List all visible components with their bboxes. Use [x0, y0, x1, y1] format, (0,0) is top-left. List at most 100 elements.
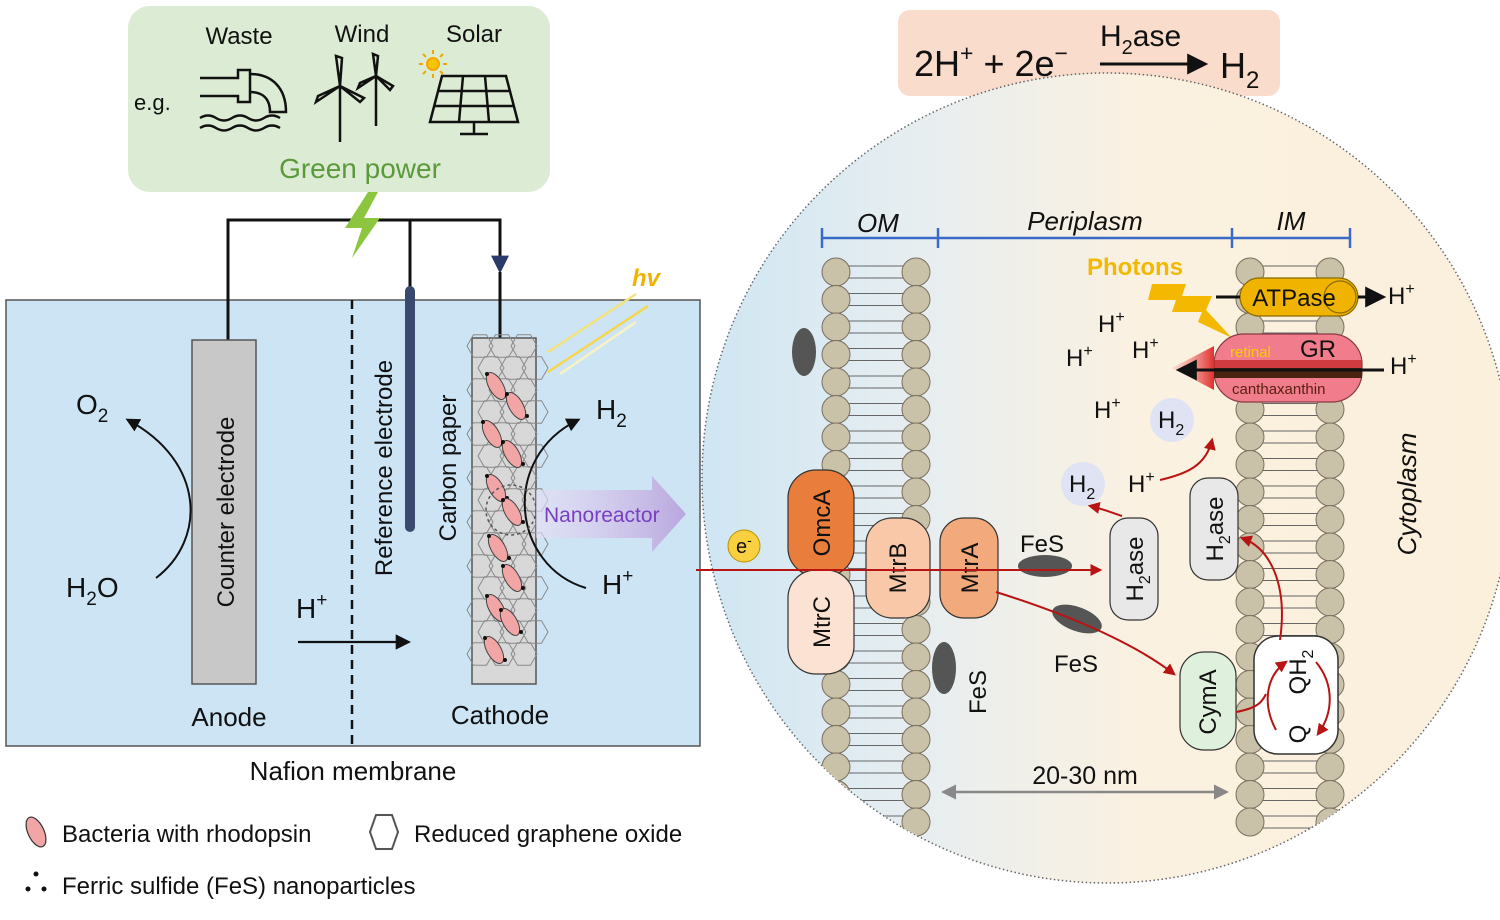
fes-nanoparticle: [481, 420, 485, 424]
electron-icon: [727, 529, 761, 563]
fes-nanoparticle: [487, 534, 491, 538]
nanoreactor-arrow: [536, 476, 686, 552]
fes-nanoparticle: [485, 594, 489, 598]
omca-protein: OmcA: [787, 469, 855, 577]
fes-nanoparticle: [483, 636, 487, 640]
lipid-head: [1315, 752, 1345, 782]
fes-particle-1: [1018, 555, 1072, 577]
graphene-legend-icon: [368, 814, 400, 850]
hplus-cathode-label: H+: [602, 566, 633, 600]
lipid-head: [901, 752, 931, 782]
graphene-hexagon: [510, 466, 538, 490]
graphene-hexagon: [510, 598, 538, 622]
hplus-5: H+: [1128, 469, 1155, 498]
im-label: IM: [1277, 206, 1306, 236]
graphene-hexagon: [466, 554, 494, 578]
gr-rhodopsin: retinal GR canthaxanthin H+: [1172, 333, 1417, 403]
lipid-head: [901, 697, 931, 727]
lipid-head: [901, 780, 931, 809]
fes-nanoparticle: [501, 564, 505, 568]
mtrb-protein: MtrB: [865, 517, 931, 619]
legend: Bacteria with rhodopsin Reduced graphene…: [25, 814, 682, 900]
graphene-hexagon: [466, 510, 494, 534]
lipid-head: [1235, 752, 1265, 782]
proton-reduction-arrow: [523, 418, 587, 589]
lipid-head: [901, 395, 931, 424]
lipid-head: [901, 340, 931, 369]
svg-text:MtrA: MtrA: [957, 543, 984, 594]
cathode-label: Cathode: [451, 700, 549, 730]
electron-transfer-arrows: [696, 437, 1283, 713]
cell-envelope-zoom: OM Periplasm IM Cytoplasm Photons ATPase…: [696, 72, 1500, 884]
reference-electrode-label: Reference electrode: [371, 360, 398, 576]
lipid-head: [901, 807, 931, 837]
svg-text:MtrC: MtrC: [809, 596, 836, 648]
lipid-head: [821, 807, 851, 837]
legend-fes-label: Ferric sulfide (FeS) nanoparticles: [62, 873, 415, 900]
graphene-hexagon: [510, 642, 538, 666]
lipid-head: [1315, 532, 1345, 562]
lipid-head: [1235, 450, 1265, 479]
graphene-hexagon: [510, 422, 538, 446]
lipid-head: [1235, 615, 1265, 644]
svg-text:Q: Q: [1285, 725, 1312, 744]
hplus-1: H+: [1098, 309, 1125, 338]
om-label: OM: [857, 208, 899, 238]
equation-product: H2: [1220, 45, 1259, 94]
waste-pipe-icon: [199, 68, 288, 132]
lipid-head: [1235, 807, 1265, 837]
lipid-head: [901, 450, 931, 479]
carbon-paper-label: Carbon paper: [435, 395, 462, 542]
nanoreactor-label: Nanoreactor: [544, 504, 660, 527]
counter-electrode: [191, 339, 257, 685]
lipid-head: [821, 367, 851, 397]
lipid-head: [1315, 780, 1345, 809]
mtra-protein: MtrA: [939, 517, 999, 619]
lipid-head: [821, 670, 851, 699]
lipid-head: [901, 615, 931, 644]
svg-text:MtrB: MtrB: [885, 543, 912, 594]
waste-label: Waste: [205, 23, 272, 50]
svg-text:CymA: CymA: [1195, 669, 1222, 734]
graphene-hexagon: [521, 356, 549, 380]
hplus-4: H+: [1094, 395, 1121, 424]
hplus-2: H+: [1066, 343, 1093, 372]
h2ase-membrane: H2ase: [1189, 477, 1239, 581]
electron-label: e-: [736, 532, 752, 558]
water-oxidation-arrow: [125, 418, 192, 579]
fes-nanoparticle: [503, 658, 507, 662]
lipid-head: [1235, 422, 1265, 452]
graphene-hexagon: [499, 620, 527, 644]
lipid-head: [1315, 587, 1345, 617]
lipid-head: [901, 367, 931, 397]
lipid-head: [821, 285, 851, 314]
fes-nanoparticle: [519, 630, 523, 634]
lipid-head: [1315, 807, 1345, 837]
fes-nanoparticle: [521, 520, 525, 524]
green-power-title: Green power: [279, 153, 441, 184]
bacteria-cluster: [481, 372, 529, 664]
lipid-head: [901, 642, 931, 672]
legend-graphene-label: Reduced graphene oxide: [414, 821, 682, 848]
h2-bubble-upper: H2: [1150, 398, 1194, 442]
fes-label-3: FeS: [965, 670, 992, 714]
lipid-head: [821, 780, 851, 809]
lipid-head: [1235, 587, 1265, 617]
wind-label: Wind: [335, 21, 390, 48]
h2-label: H2: [596, 394, 627, 432]
svg-text:QH2: QH2: [1285, 649, 1317, 694]
distance-label: 20-30 nm: [1032, 762, 1138, 790]
eg-label: e.g.: [134, 90, 171, 115]
hydrogen-equation: 2H+ + 2e− H2ase H2: [898, 10, 1280, 96]
svg-text:H2: H2: [1069, 471, 1095, 503]
solar-panel-icon: [428, 74, 520, 136]
graphene-hexagon: [510, 334, 538, 358]
lipid-head: [821, 340, 851, 369]
lipid-head: [1315, 505, 1345, 534]
lipid-head: [901, 257, 931, 287]
lipid-head: [901, 422, 931, 452]
lipid-head: [1235, 532, 1265, 562]
lipid-head: [821, 752, 851, 782]
lipid-head: [901, 312, 931, 342]
